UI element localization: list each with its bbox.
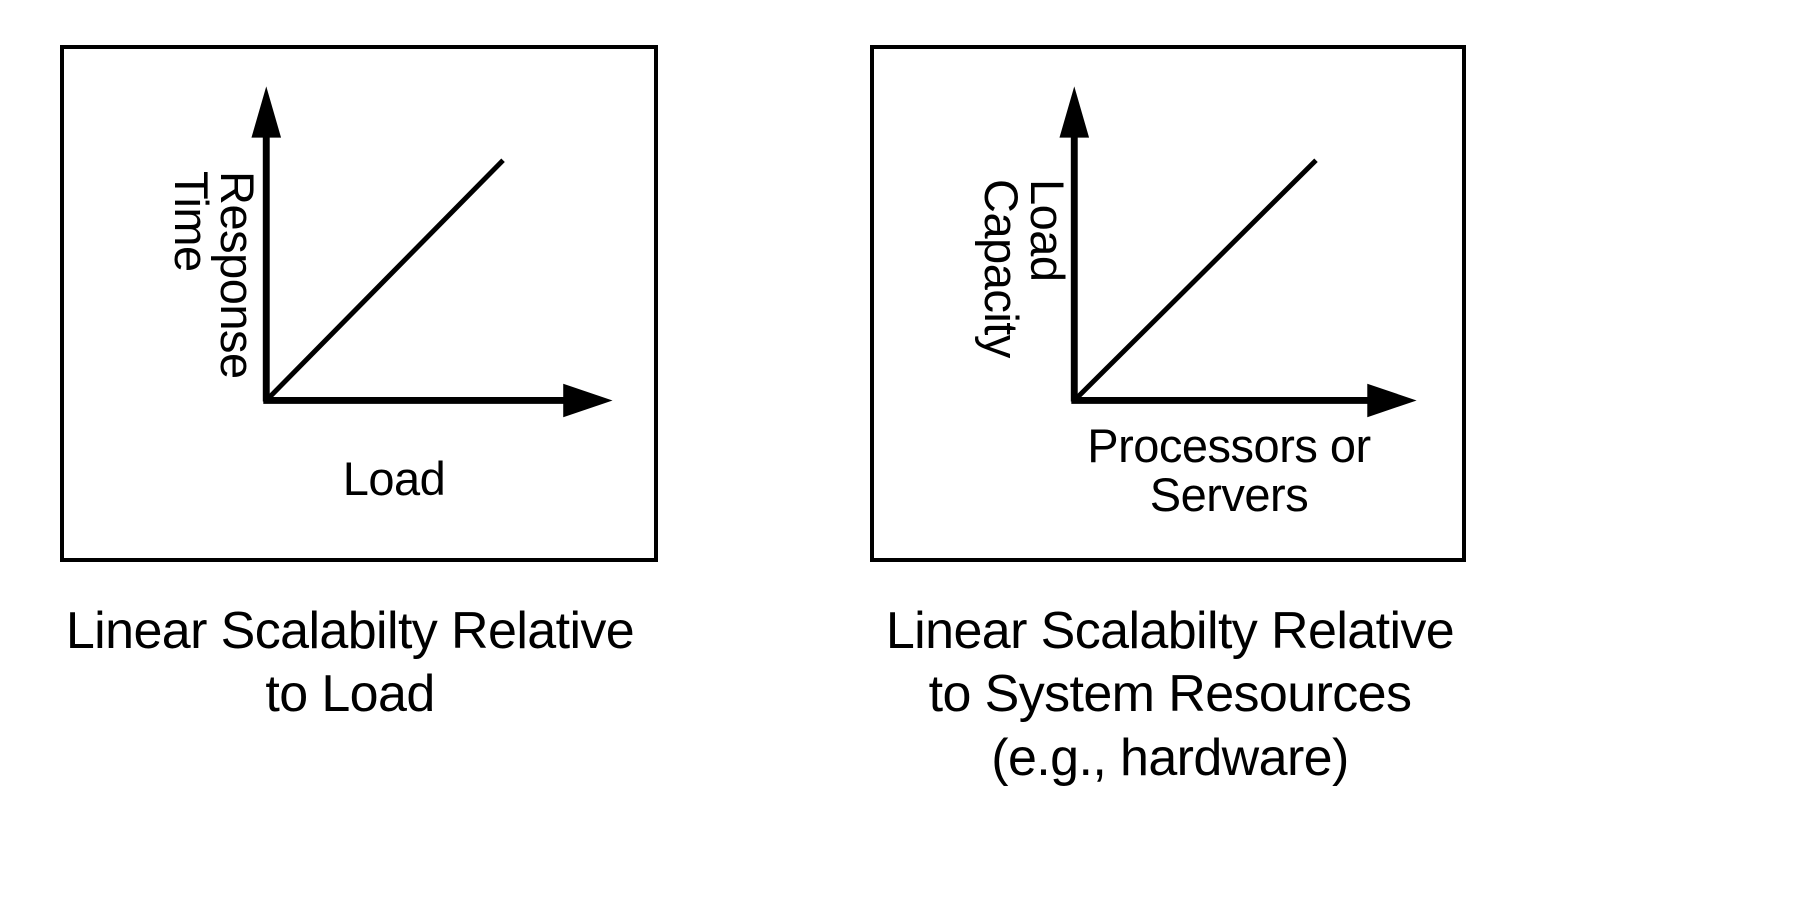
caption-right-line-3: (e.g., hardware) [991,728,1349,787]
y-axis-label-line-1: Load [1021,179,1074,282]
figure-linear-scalability-load: Response Time Load Linear Scalabilty Rel… [0,0,760,914]
plot-panel-left: Response Time Load [60,45,658,562]
y-axis-label-line-2: Capacity [974,179,1028,358]
caption-left-line-1: Linear Scalabilty Relative [65,602,635,660]
y-axis-arrowhead-icon [1059,86,1090,138]
x-axis-label-left: Load [244,452,544,505]
trend-line [1072,158,1318,403]
y-axis-label-line-1: Response [211,171,264,379]
caption-right-line-1: Linear Scalabilty Relative [885,602,1455,660]
caption-right-line-2: to System Resources [928,665,1412,724]
plot-panel-right: Load Capacity Processors or Servers [870,45,1466,562]
y-axis-arrowhead-icon [251,86,282,138]
y-axis-label-right: Load Capacity [974,179,1074,358]
caption-left: Linear Scalabilty Relative to Load [0,600,700,727]
x-axis-label-line-1: Load [342,452,446,505]
x-axis-arrowhead-icon [1367,383,1417,418]
plot-axes-right [1059,86,1417,418]
x-axis-label-line-1: Processors or [1087,419,1371,472]
x-axis-arrowhead-icon [563,383,613,418]
y-axis-label-line-2: Time [164,171,218,272]
x-axis-label-right: Processors or Servers [994,421,1464,520]
figure-linear-scalability-system-resources: Load Capacity Processors or Servers Line… [810,0,1803,914]
x-axis-label-line-2: Servers [1149,468,1309,522]
trend-line [264,158,505,403]
plot-axes-left [251,86,613,418]
caption-left-line-2: to Load [265,665,435,724]
y-axis-label-left: Response Time [164,171,264,379]
caption-right: Linear Scalabilty Relative to System Res… [870,600,1470,790]
